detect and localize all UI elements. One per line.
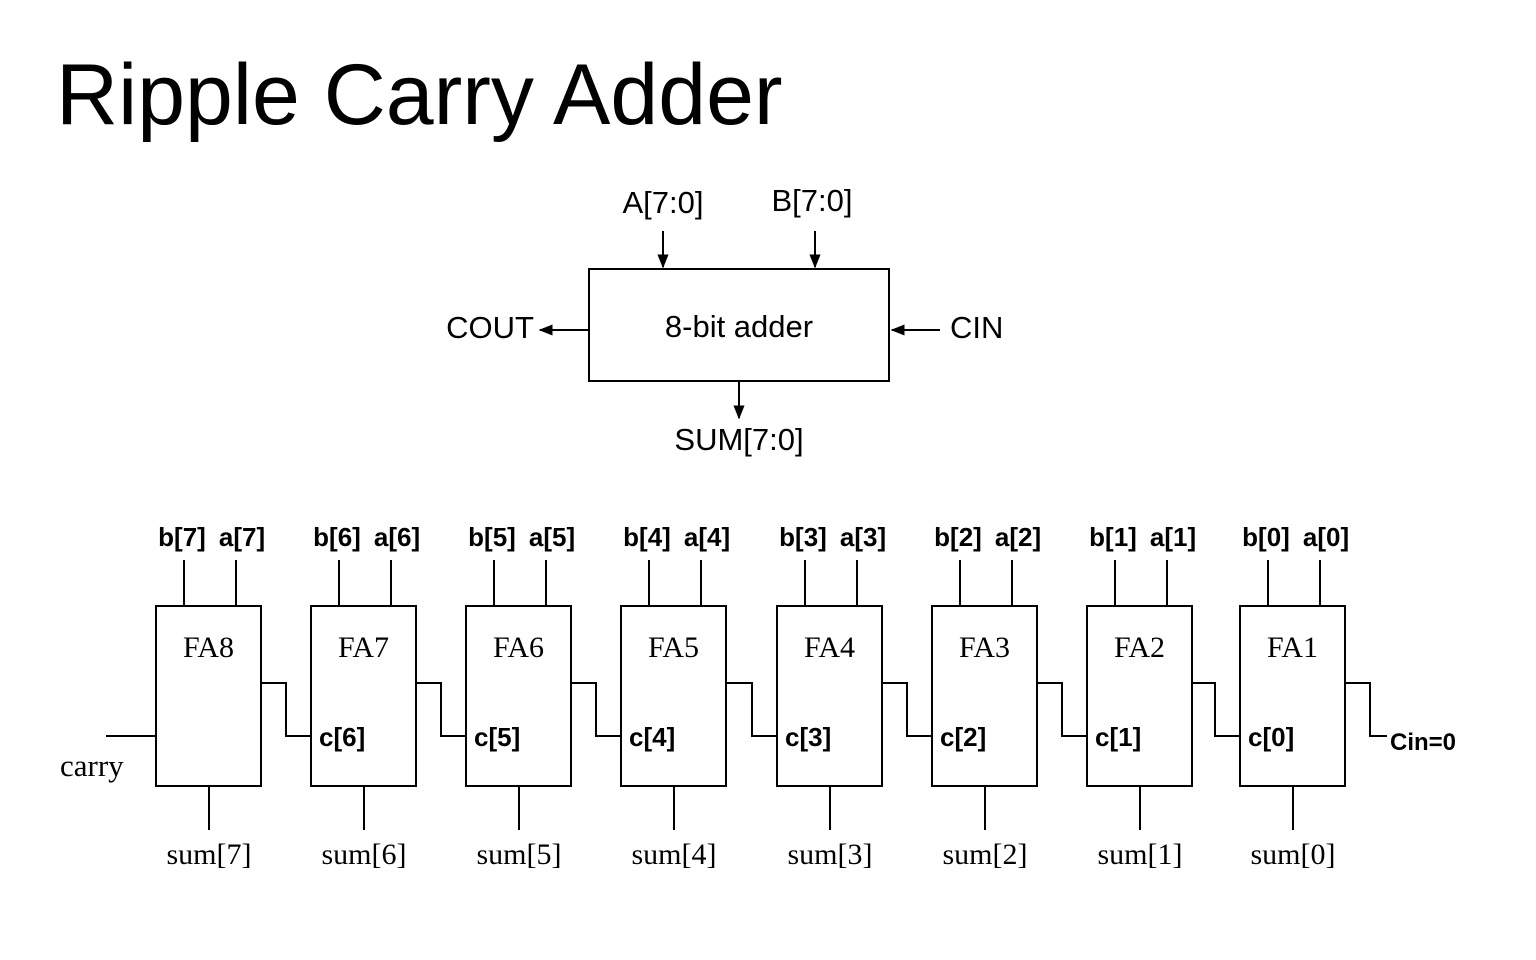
full-adder-label: FA2 — [1114, 631, 1165, 664]
carry-in-label: c[4] — [629, 722, 675, 752]
carry-out-label: carry — [60, 748, 124, 783]
a-input-label: a[1] — [1150, 522, 1196, 552]
full-adder-label: FA6 — [493, 631, 544, 664]
sum-output-label: sum[0] — [1251, 838, 1336, 871]
carry-in-label: c[5] — [474, 722, 520, 752]
a-input-label: a[3] — [840, 522, 886, 552]
full-adder-label: FA1 — [1267, 631, 1318, 664]
full-adder-label: FA5 — [648, 631, 699, 664]
adder-block-diagram: 8-bit adder A[7:0] B[7:0] COUT CIN SUM[7… — [446, 183, 1003, 457]
carry-in-label: c[1] — [1095, 722, 1141, 752]
carry-wire — [416, 682, 466, 737]
sum-output-label: sum[1] — [1098, 838, 1183, 871]
a-input-label: a[4] — [684, 522, 730, 552]
input-a-label: A[7:0] — [623, 185, 704, 220]
carry-in-label: c[6] — [319, 722, 365, 752]
carry-wire — [726, 682, 777, 737]
full-adder-label: FA8 — [183, 631, 234, 664]
b-input-label: b[6] — [313, 522, 361, 552]
sum-output-label: sum[3] — [788, 838, 873, 871]
b-input-label: b[7] — [158, 522, 206, 552]
carry-wire — [1192, 682, 1240, 737]
sum-output-label: sum[6] — [322, 838, 407, 871]
full-adder-chain: FA8 b[7] a[7] sum[7] FA7 b[6] a[6] sum[6] c[6] FA… — [106, 522, 1387, 871]
full-adder-label: FA3 — [959, 631, 1010, 664]
input-b-label: B[7:0] — [772, 183, 853, 218]
full-adder-label: FA4 — [804, 631, 855, 664]
sum-label: SUM[7:0] — [674, 422, 803, 457]
b-input-label: b[0] — [1242, 522, 1290, 552]
a-input-label: a[2] — [995, 522, 1041, 552]
cout-label: COUT — [446, 310, 534, 345]
cin-label: CIN — [950, 310, 1003, 345]
a-input-label: a[5] — [529, 522, 575, 552]
adder-block-label: 8-bit adder — [665, 309, 813, 344]
carry-wire — [261, 682, 311, 737]
a-input-label: a[7] — [219, 522, 265, 552]
chain-cin-label: Cin=0 — [1390, 729, 1456, 756]
carry-wire — [571, 682, 621, 737]
page-title: Ripple Carry Adder — [56, 47, 783, 143]
b-input-label: b[4] — [623, 522, 671, 552]
sum-output-label: sum[7] — [167, 838, 252, 871]
carry-wire — [882, 682, 932, 737]
sum-output-label: sum[4] — [632, 838, 717, 871]
a-input-label: a[6] — [374, 522, 420, 552]
b-input-label: b[5] — [468, 522, 516, 552]
a-input-label: a[0] — [1303, 522, 1349, 552]
b-input-label: b[1] — [1089, 522, 1137, 552]
b-input-label: b[2] — [934, 522, 982, 552]
carry-in-label: c[2] — [940, 722, 986, 752]
carry-in-wire — [1345, 682, 1387, 737]
carry-in-label: c[0] — [1248, 722, 1294, 752]
b-input-label: b[3] — [779, 522, 827, 552]
carry-wire — [1037, 682, 1087, 737]
sum-output-label: sum[2] — [943, 838, 1028, 871]
full-adder-label: FA7 — [338, 631, 389, 664]
carry-in-label: c[3] — [785, 722, 831, 752]
sum-output-label: sum[5] — [477, 838, 562, 871]
